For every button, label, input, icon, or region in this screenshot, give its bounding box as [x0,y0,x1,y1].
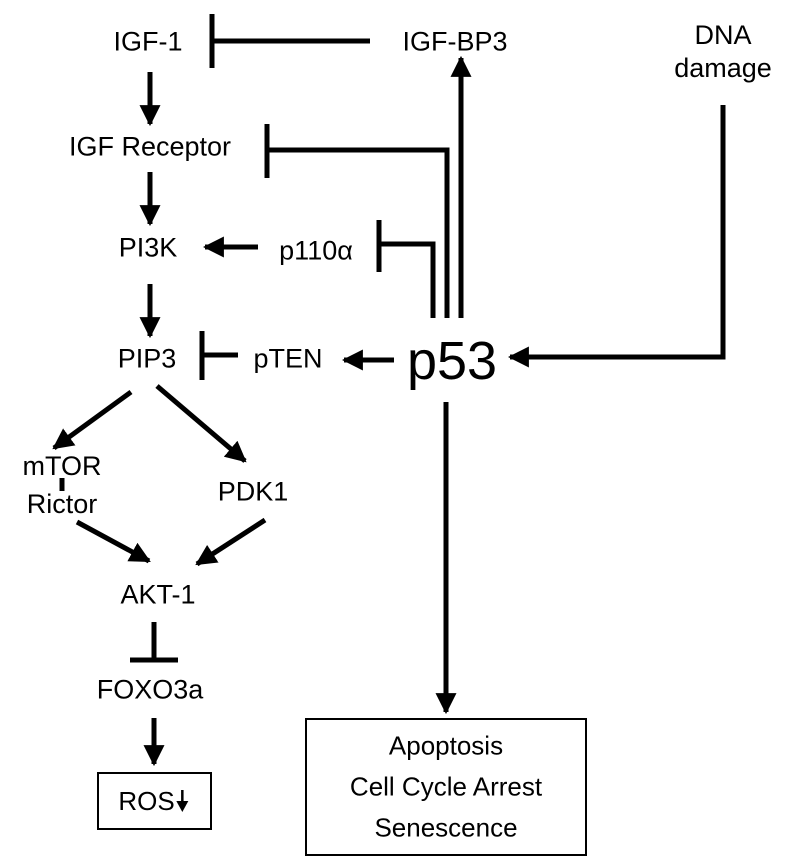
node-dna-damage-line-1: DNA [694,20,752,50]
edge-p53-inhibits-igf-receptor [267,147,450,318]
node-ros: ROS [118,788,189,814]
node-ros-label: ROS [118,786,175,816]
down-arrow-icon [176,790,189,812]
node-pip3: PIP3 [117,343,177,374]
outcome-apoptosis: Apoptosis [388,730,504,761]
node-foxo3a: FOXO3a [96,674,204,705]
node-pi3k: PI3K [118,232,178,263]
node-igf1: IGF-1 [113,26,183,57]
node-mtor-rictor: mTOR Rictor [23,447,102,523]
node-dna-damage: DNA damage [674,19,772,85]
edge-pip3-to-mtor-rictor [52,389,133,451]
node-igfbp3: IGF-BP3 [402,26,508,57]
edge-p53-inhibits-p110a [379,241,436,318]
edge-mtor-rictor-to-akt1 [75,519,151,564]
node-dna-damage-line-2: damage [674,53,772,83]
outcome-cell-cycle-arrest: Cell Cycle Arrest [349,771,543,802]
node-outcomes: Apoptosis Cell Cycle Arrest Senescence [350,726,542,849]
node-pdk1: PDK1 [217,476,289,507]
outcomes-box [305,718,587,856]
node-pten: pTEN [253,343,323,374]
node-igf-receptor: IGF Receptor [68,131,232,162]
edge-pdk1-to-akt1 [195,517,267,567]
node-akt1: AKT-1 [120,579,196,610]
outcome-senescence: Senescence [374,812,518,843]
node-p110a: p110α [279,235,353,266]
node-mtor-label: mTOR [22,451,102,481]
edge-dna-damage-to-p53 [507,105,726,368]
ros-box [97,772,212,830]
edge-pip3-to-pdk1 [155,384,247,463]
node-p53: p53 [406,331,498,391]
node-rictor-label: Rictor [26,489,98,519]
